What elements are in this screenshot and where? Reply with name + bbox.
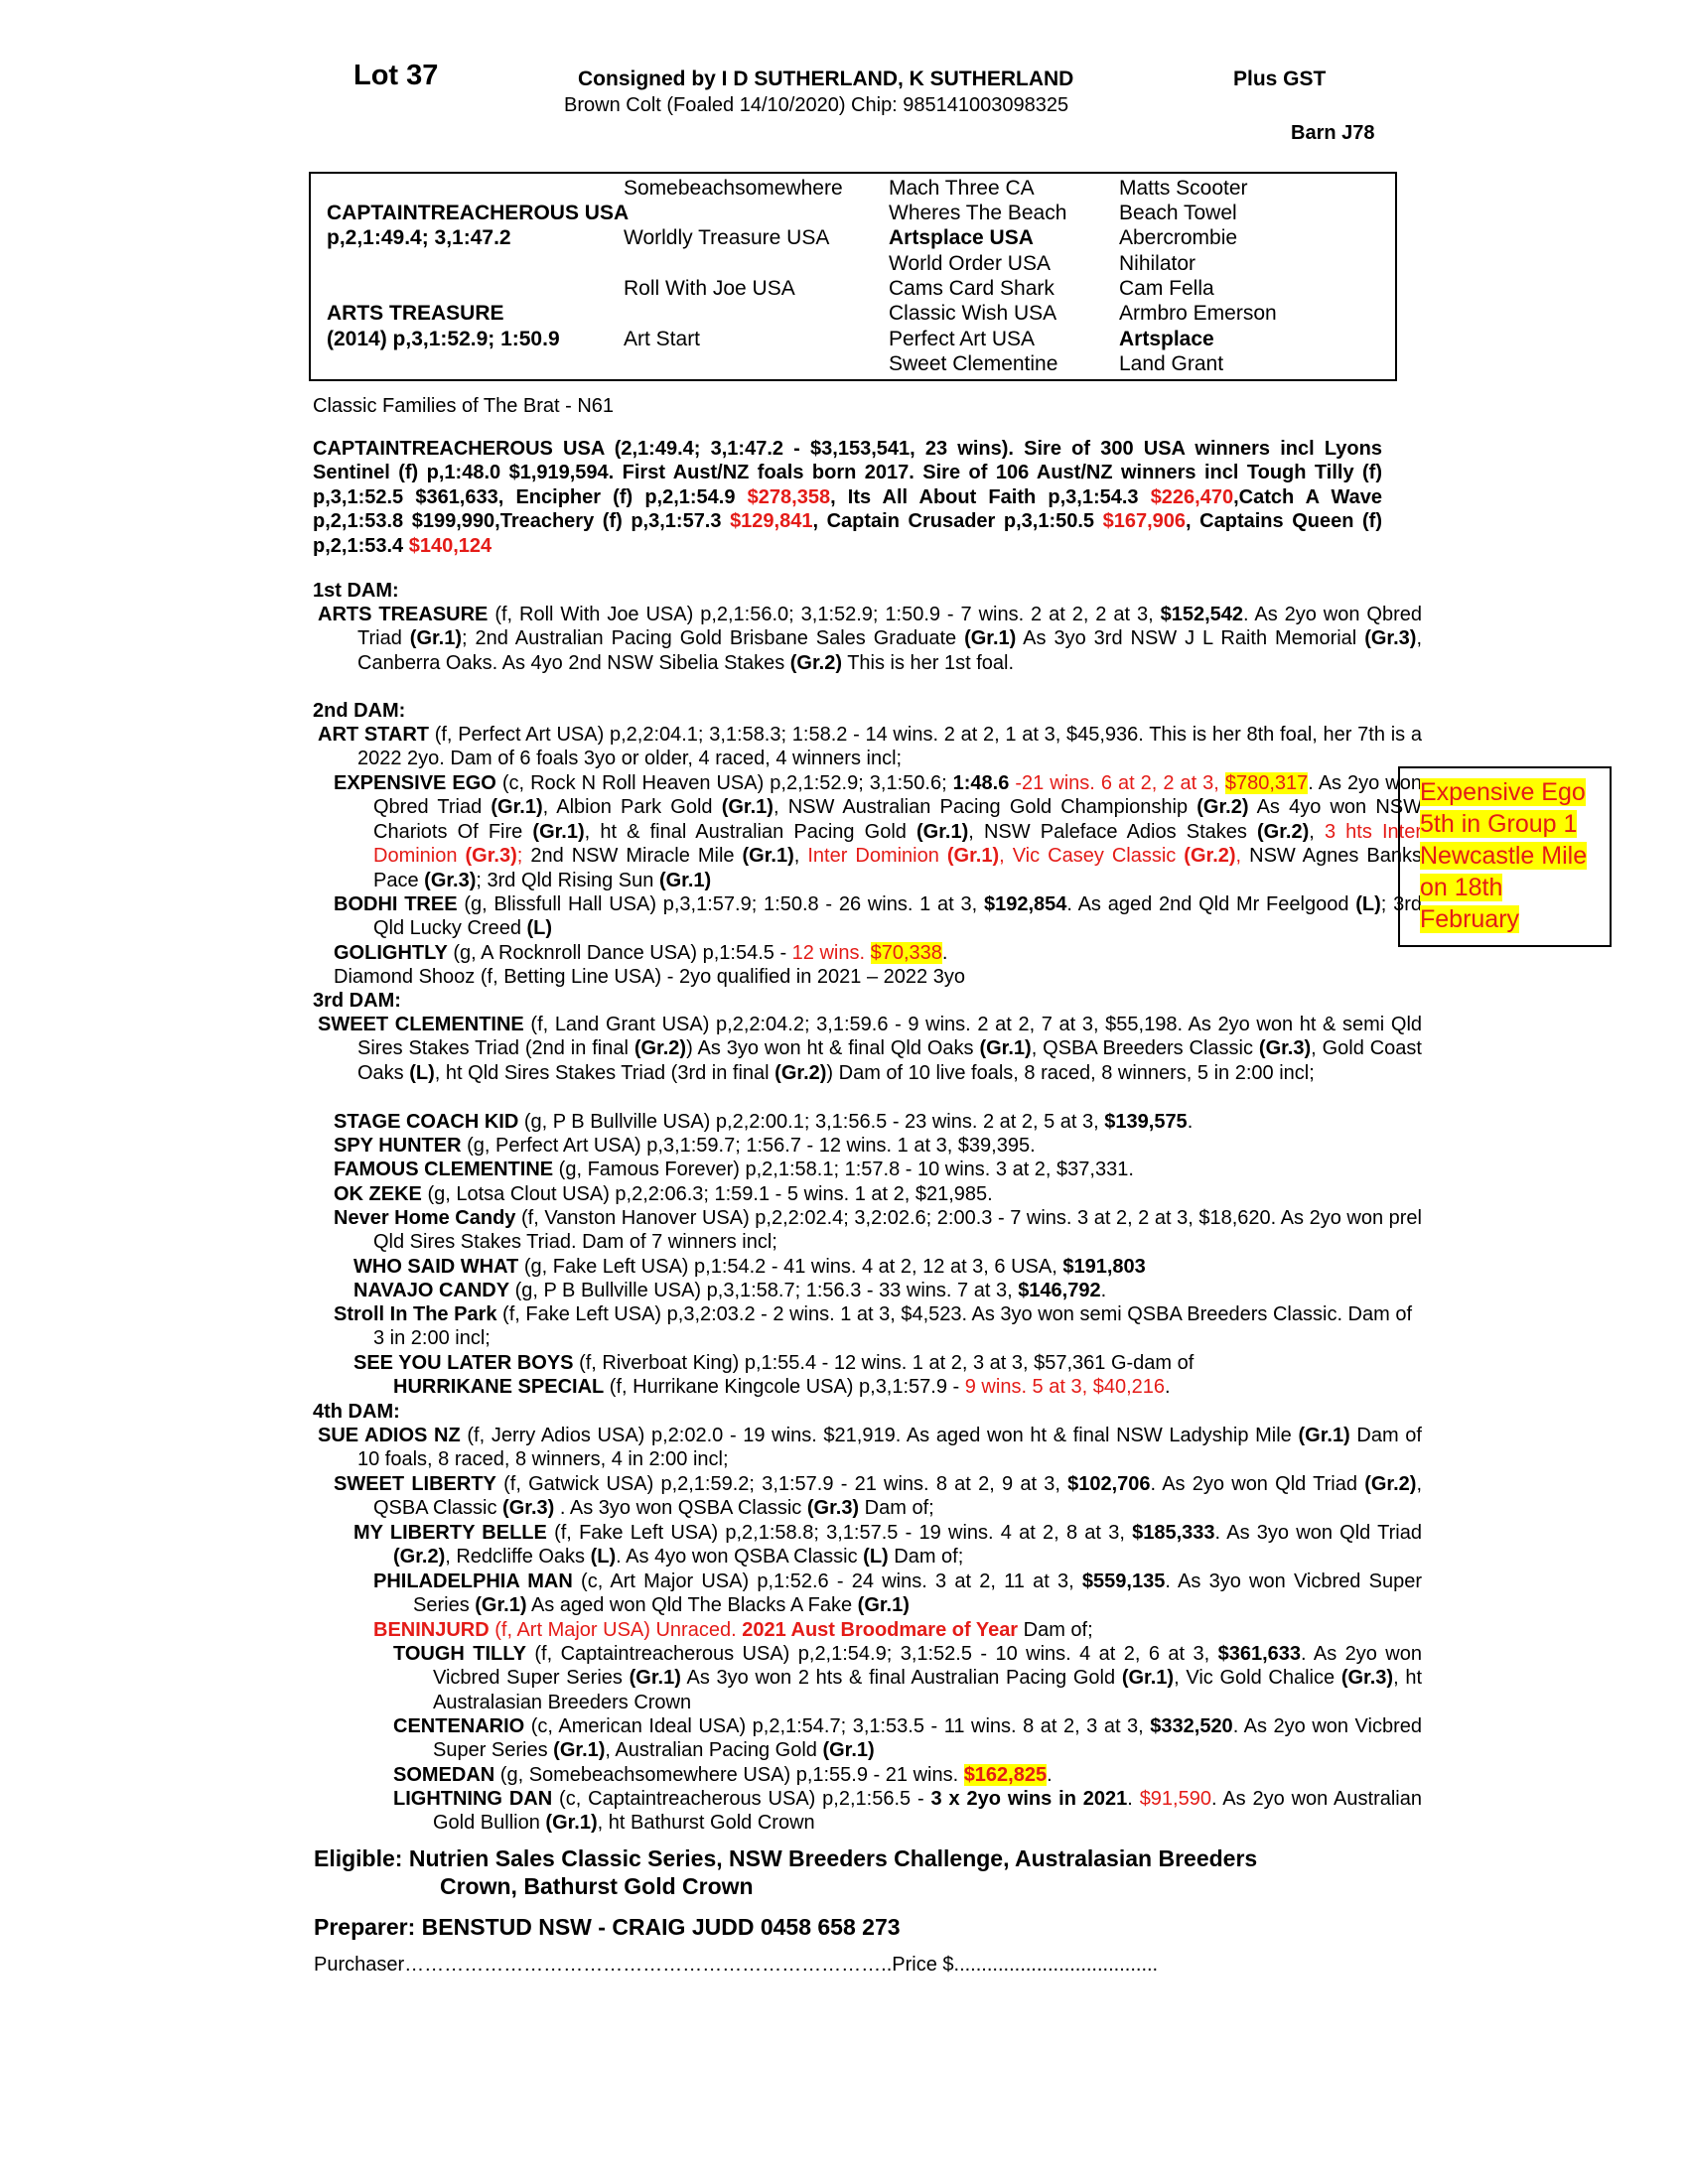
- dam2-entry: ART START (f, Perfect Art USA) p,2,2:04.…: [318, 724, 1422, 770]
- progeny-somedan: SOMEDAN (g, Somebeachsomewhere USA) p,1:…: [393, 1764, 1053, 1786]
- progeny-my-liberty-belle: MY LIBERTY BELLE (f, Fake Left USA) p,2,…: [353, 1522, 1422, 1569]
- progeny-navajo-candy: NAVAJO CANDY (g, P B Bullville USA) p,3,…: [353, 1280, 1107, 1301]
- horse-description: Brown Colt (Foaled 14/10/2020) Chip: 985…: [564, 94, 1069, 116]
- dam3-entry: SWEET CLEMENTINE (f, Land Grant USA) p,2…: [318, 1014, 1423, 1084]
- progeny-see-you-later-boys: SEE YOU LATER BOYS (f, Riverboat King) p…: [353, 1352, 1195, 1374]
- sire-paragraph: CAPTAINTREACHEROUS USA (2,1:49.4; 3,1:47…: [313, 438, 1383, 557]
- dam3-heading: 3rd DAM:: [313, 990, 401, 1012]
- pedigree-gen2: Art Start: [624, 328, 701, 350]
- annotation-text: Expensive Ego 5th in Group 1 Newcastle M…: [1420, 778, 1588, 933]
- pedigree-table: CAPTAINTREACHEROUS USA p,2,1:49.4; 3,1:4…: [309, 172, 1397, 381]
- progeny-never-home-candy: Never Home Candy (f, Vanston Hanover USA…: [334, 1207, 1422, 1254]
- pedigree-gen3: Cams Card Shark: [889, 277, 1055, 300]
- progeny-stage-coach-kid: STAGE COACH KID (g, P B Bullville USA) p…: [334, 1111, 1194, 1133]
- pedigree-gen3: Wheres The Beach: [889, 202, 1067, 224]
- pedigree-gen3: World Order USA: [889, 252, 1051, 275]
- pedigree-gen2: Worldly Treasure USA: [624, 226, 830, 249]
- progeny-golightly: GOLIGHTLY (g, A Rocknroll Dance USA) p,1…: [334, 942, 948, 964]
- progeny-who-said-what: WHO SAID WHAT (g, Fake Left USA) p,1:54.…: [353, 1256, 1146, 1278]
- sire-record: p,2,1:49.4; 3,1:47.2: [327, 226, 511, 249]
- pedigree-gen4: Land Grant: [1119, 352, 1224, 375]
- dam1-entry: ARTS TREASURE (f, Roll With Joe USA) p,2…: [318, 604, 1423, 674]
- progeny-philadelphia-man: PHILADELPHIA MAN (c, Art Major USA) p,1:…: [373, 1570, 1422, 1617]
- dam4-entry: SUE ADIOS NZ (f, Jerry Adios USA) p,2:02…: [318, 1425, 1422, 1471]
- pedigree-gen4: Beach Towel: [1119, 202, 1237, 224]
- consignor: Consigned by I D SUTHERLAND, K SUTHERLAN…: [578, 68, 1074, 90]
- pedigree-gen3: Classic Wish USA: [889, 302, 1057, 325]
- progeny-bodhi-tree: BODHI TREE (g, Blissfull Hall USA) p,3,1…: [334, 893, 1423, 940]
- dam1-heading: 1st DAM:: [313, 580, 399, 602]
- pedigree-gen4: Artsplace: [1119, 328, 1214, 350]
- pedigree-gen4: Armbro Emerson: [1119, 302, 1277, 325]
- progeny-hurrikane-special: HURRIKANE SPECIAL (f, Hurrikane Kingcole…: [393, 1376, 1171, 1398]
- progeny-centenario: CENTENARIO (c, American Ideal USA) p,2,1…: [393, 1715, 1422, 1762]
- progeny-sweet-liberty: SWEET LIBERTY (f, Gatwick USA) p,2,1:59.…: [334, 1473, 1422, 1520]
- dam-record: (2014) p,3,1:52.9; 1:50.9: [327, 328, 560, 350]
- progeny-stroll-in-the-park: Stroll In The Park (f, Fake Left USA) p,…: [334, 1303, 1413, 1350]
- pedigree-gen4: Matts Scooter: [1119, 177, 1248, 200]
- lot-number: Lot 37: [353, 60, 439, 91]
- eligibility: Eligible: Nutrien Sales Classic Series, …: [314, 1844, 1386, 1900]
- pedigree-gen3: Sweet Clementine: [889, 352, 1058, 375]
- barn-number: Barn J78: [1291, 122, 1375, 144]
- pedigree-gen3: Perfect Art USA: [889, 328, 1036, 350]
- eligibility-line: Crown, Bathurst Gold Crown: [440, 1873, 754, 1899]
- eligibility-line: Eligible: Nutrien Sales Classic Series, …: [314, 1845, 1258, 1871]
- progeny-famous-clementine: FAMOUS CLEMENTINE (g, Famous Forever) p,…: [334, 1159, 1134, 1180]
- preparer: Preparer: BENSTUD NSW - CRAIG JUDD 0458 …: [314, 1914, 901, 1940]
- progeny-diamond-shooz: Diamond Shooz (f, Betting Line USA) - 2y…: [334, 966, 965, 988]
- pedigree-gen3: Mach Three CA: [889, 177, 1035, 200]
- family-line: Classic Families of The Brat - N61: [313, 395, 615, 417]
- progeny-lightning-dan: LIGHTNING DAN (c, Captaintreacherous USA…: [393, 1788, 1422, 1835]
- dam2-heading: 2nd DAM:: [313, 700, 406, 722]
- progeny-beninjurd: BENINJURD (f, Art Major USA) Unraced. 20…: [373, 1619, 1093, 1641]
- progeny-expensive-ego: EXPENSIVE EGO (c, Rock N Roll Heaven USA…: [334, 772, 1423, 891]
- sire-name: CAPTAINTREACHEROUS USA: [327, 202, 630, 224]
- pedigree-gen4: Cam Fella: [1119, 277, 1214, 300]
- gst-note: Plus GST: [1233, 68, 1327, 90]
- pedigree-gen2: Somebeachsomewhere: [624, 177, 843, 200]
- pedigree-gen4: Abercrombie: [1119, 226, 1238, 249]
- annotation-box: Expensive Ego 5th in Group 1 Newcastle M…: [1398, 766, 1612, 947]
- progeny-tough-tilly: TOUGH TILLY (f, Captaintreacherous USA) …: [393, 1643, 1423, 1713]
- pedigree-gen4: Nihilator: [1119, 252, 1196, 275]
- dam-name: ARTS TREASURE: [327, 302, 504, 325]
- progeny-spy-hunter: SPY HUNTER (g, Perfect Art USA) p,3,1:59…: [334, 1135, 1036, 1157]
- purchaser-line[interactable]: Purchaser………………………………………………………………..Price…: [314, 1954, 1159, 1976]
- pedigree-gen3: Artsplace USA: [889, 226, 1034, 249]
- progeny-ok-zeke: OK ZEKE (g, Lotsa Clout USA) p,2,2:06.3;…: [334, 1183, 993, 1205]
- dam4-heading: 4th DAM:: [313, 1401, 400, 1423]
- pedigree-gen2: Roll With Joe USA: [624, 277, 795, 300]
